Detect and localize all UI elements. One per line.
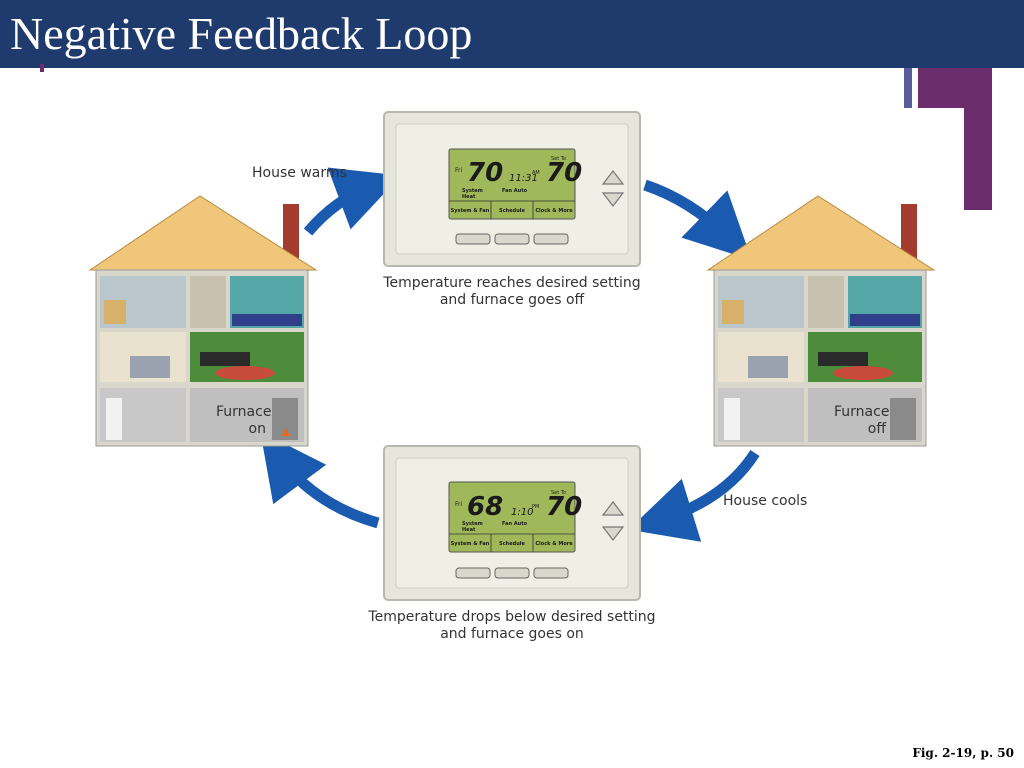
lcd-button-system-fan: System & Fan (451, 541, 490, 547)
lcd-time-suffix: PM (532, 504, 539, 510)
down-arrow-icon (601, 526, 625, 541)
accent-bar-purple-tall (964, 68, 992, 210)
lcd-set-label: Set To (551, 156, 566, 162)
caption-top: Temperature reaches desired setting and … (372, 275, 652, 309)
lcd-set-label: Set To (551, 490, 566, 496)
roof-left (88, 195, 318, 271)
caption-top-line1: Temperature reaches desired setting (383, 275, 641, 291)
soft-button-2 (494, 567, 530, 579)
title-accent-mark (40, 64, 44, 72)
lcd-set-temp: 70 (546, 158, 582, 188)
lcd-screen-bottom (448, 481, 576, 553)
soft-button-3 (533, 233, 569, 245)
arrow-house-cools (628, 449, 760, 542)
lcd-current-temp: 68 (467, 492, 503, 522)
soft-button-2 (494, 233, 530, 245)
house-right (706, 195, 936, 447)
up-arrow-icon (601, 501, 625, 516)
caption-top-line2: and furnace goes off (439, 292, 585, 308)
lcd-day: Fri (455, 167, 462, 174)
title-bar (0, 0, 1024, 68)
thermostat-bottom: Fri 68 1:10 PM Set To 70 System Heat Fan… (383, 445, 641, 601)
caption-bottom-line1: Temperature drops below desired setting (368, 609, 656, 625)
thermostat-top: Fri 70 11:31 AM Set To 70 System Heat Fa… (383, 111, 641, 267)
lcd-time-suffix: AM (532, 170, 540, 176)
chimney-left (283, 204, 299, 260)
soft-button-1 (455, 233, 491, 245)
label-house-cools: House cools (723, 493, 808, 509)
label-house-warms: House warms (252, 165, 347, 181)
lcd-button-schedule: Schedule (499, 208, 525, 214)
lcd-mode-system: System (462, 521, 483, 527)
arrow-house-warms (303, 167, 401, 236)
lcd-day: Fri (455, 501, 462, 508)
house-left (88, 195, 318, 447)
lcd-mode-heat: Heat (462, 194, 476, 200)
lcd-screen-top (448, 148, 576, 220)
lcd-fan: Fan Auto (502, 188, 528, 194)
lcd-set-temp: 70 (546, 492, 582, 522)
lcd-button-schedule: Schedule (499, 541, 525, 547)
lcd-time: 11:31 (509, 173, 538, 184)
furnace-on-line1: Furnace (216, 404, 272, 420)
lcd-fan: Fan Auto (502, 521, 528, 527)
label-furnace-off: Furnace off (834, 404, 890, 438)
lcd-button-system-fan: System & Fan (451, 208, 490, 214)
lcd-time: 1:10 (511, 507, 533, 518)
slide-title: Negative Feedback Loop (10, 8, 473, 59)
soft-button-3 (533, 567, 569, 579)
lcd-button-clock-more: Clock & More (535, 541, 573, 547)
furnace-on-line2: on (248, 421, 266, 437)
soft-button-1 (455, 567, 491, 579)
figure-reference: Fig. 2-19, p. 50 (912, 746, 1014, 760)
accent-bar-slate (904, 68, 912, 108)
chimney-right (901, 204, 917, 260)
up-arrow-icon (601, 170, 625, 185)
label-furnace-on: Furnace on (216, 404, 272, 438)
caption-bottom-line2: and furnace goes on (440, 626, 584, 642)
caption-bottom: Temperature drops below desired setting … (362, 609, 662, 643)
lcd-current-temp: 70 (467, 158, 503, 188)
lcd-mode-heat: Heat (462, 527, 476, 533)
furnace-off-line1: Furnace (834, 404, 890, 420)
furnace-off-line2: off (867, 421, 886, 437)
arrow-to-left-house (260, 431, 380, 529)
arrow-to-right-house (643, 179, 752, 261)
roof-right (706, 195, 936, 271)
accent-bar-purple (918, 68, 964, 108)
lcd-button-clock-more: Clock & More (535, 208, 573, 214)
down-arrow-icon (601, 192, 625, 207)
lcd-mode-system: System (462, 188, 483, 194)
flame-icon (282, 428, 290, 436)
